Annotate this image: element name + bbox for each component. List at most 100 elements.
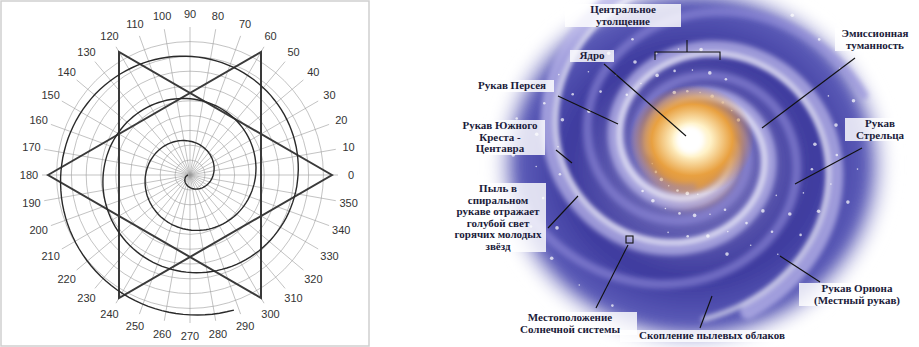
angle-label: 140 (58, 66, 76, 78)
star-dot (678, 48, 680, 50)
star-dot (725, 252, 729, 256)
star-dot (673, 70, 676, 73)
angle-label: 0 (348, 169, 354, 181)
star-dot (543, 102, 546, 105)
grid-spoke (51, 124, 190, 175)
galaxy-label: Местоположение Солнечной системы (503, 312, 637, 335)
leader-line (795, 148, 862, 184)
star-dot (571, 93, 574, 96)
star-dot (761, 209, 765, 213)
grid-spoke (62, 175, 190, 249)
star-dot (686, 235, 689, 238)
polar-grid (42, 27, 338, 323)
angle-label: 90 (184, 8, 196, 20)
star-dot (709, 213, 711, 215)
leader-line (558, 96, 618, 124)
star-dot (708, 71, 712, 75)
star-dot (651, 199, 655, 203)
leader-line (548, 196, 578, 228)
angle-label: 10 (342, 141, 354, 153)
grid-spoke (190, 175, 329, 226)
star-dot (813, 143, 817, 147)
galaxy-label: Эмиссионная туманность (835, 28, 915, 51)
angle-label: 230 (77, 292, 95, 304)
angle-label: 160 (30, 114, 48, 126)
star-dot (836, 154, 839, 157)
angle-label: 280 (209, 328, 227, 340)
grid-spoke (190, 175, 338, 176)
star-dot (667, 232, 669, 234)
star-dot (693, 214, 697, 218)
star-dot (699, 48, 703, 52)
galaxy-label: Рукав Ориона (Местный рукав) (799, 283, 915, 306)
star-dot (557, 146, 559, 148)
galaxy-label: Рукав Персея (470, 80, 554, 92)
grid-spoke (95, 175, 190, 288)
angle-label: 60 (264, 30, 276, 42)
star-dot (803, 192, 805, 194)
galaxy-label: Рукав Стрельца (845, 118, 915, 141)
star-dot (727, 231, 729, 233)
galaxy-label: Рукав Южного Креста - Центавра (455, 120, 545, 155)
angle-label: 120 (100, 30, 118, 42)
angle-label: 110 (126, 18, 144, 30)
galaxy-label: Скопление пылевых облаков (620, 330, 804, 342)
angle-label: 150 (41, 89, 59, 101)
central-bulge (630, 85, 754, 195)
star-dot (631, 38, 634, 41)
star-dot (588, 71, 590, 73)
star-dot (852, 99, 856, 103)
star-dot (828, 95, 830, 97)
grid-spoke (190, 29, 216, 175)
grid-spoke (190, 62, 285, 175)
grid-spoke (190, 175, 191, 323)
star-dot (706, 234, 710, 238)
star-dot (561, 118, 565, 122)
star-dot (846, 200, 850, 204)
star-dot (791, 13, 795, 17)
leader-line (604, 64, 686, 136)
spiral-arm (556, 0, 765, 243)
angle-label: 130 (77, 46, 95, 58)
grid-spoke (164, 175, 190, 321)
star-dot (771, 230, 774, 233)
hexagram (48, 52, 332, 298)
star-dot (830, 183, 832, 185)
angle-label: 70 (239, 18, 251, 30)
grid-spoke (77, 80, 190, 175)
leader-line (780, 256, 820, 282)
grid-spoke (190, 175, 303, 270)
leader-line (700, 296, 712, 328)
star-dot (818, 38, 821, 41)
angle-label: 190 (22, 197, 40, 209)
star-dot (535, 166, 537, 168)
angle-label: 290 (236, 320, 254, 332)
star-dot (558, 74, 560, 76)
star-dot (626, 94, 629, 97)
angle-label: 80 (212, 10, 224, 22)
star-dot (559, 173, 562, 176)
angle-label: 180 (20, 169, 38, 181)
leader-line (556, 150, 572, 163)
star-dot (777, 254, 779, 256)
angle-label: 350 (339, 197, 357, 209)
star-dot (611, 304, 614, 307)
star-dot (725, 78, 728, 81)
star-dot (750, 245, 752, 247)
angle-label: 330 (320, 250, 338, 262)
angle-label: 210 (41, 250, 59, 262)
angle-label: 30 (323, 89, 335, 101)
angle-label: 200 (30, 224, 48, 236)
angle-label: 340 (332, 224, 350, 236)
bulge-bracket (655, 40, 720, 60)
angle-label: 40 (307, 66, 319, 78)
grid-spoke (190, 175, 264, 303)
angle-label: 220 (58, 273, 76, 285)
star-dot (655, 74, 659, 78)
star-dot (640, 83, 642, 85)
star-dot (599, 90, 602, 93)
star-dot (811, 168, 814, 171)
leader-line (596, 245, 628, 308)
